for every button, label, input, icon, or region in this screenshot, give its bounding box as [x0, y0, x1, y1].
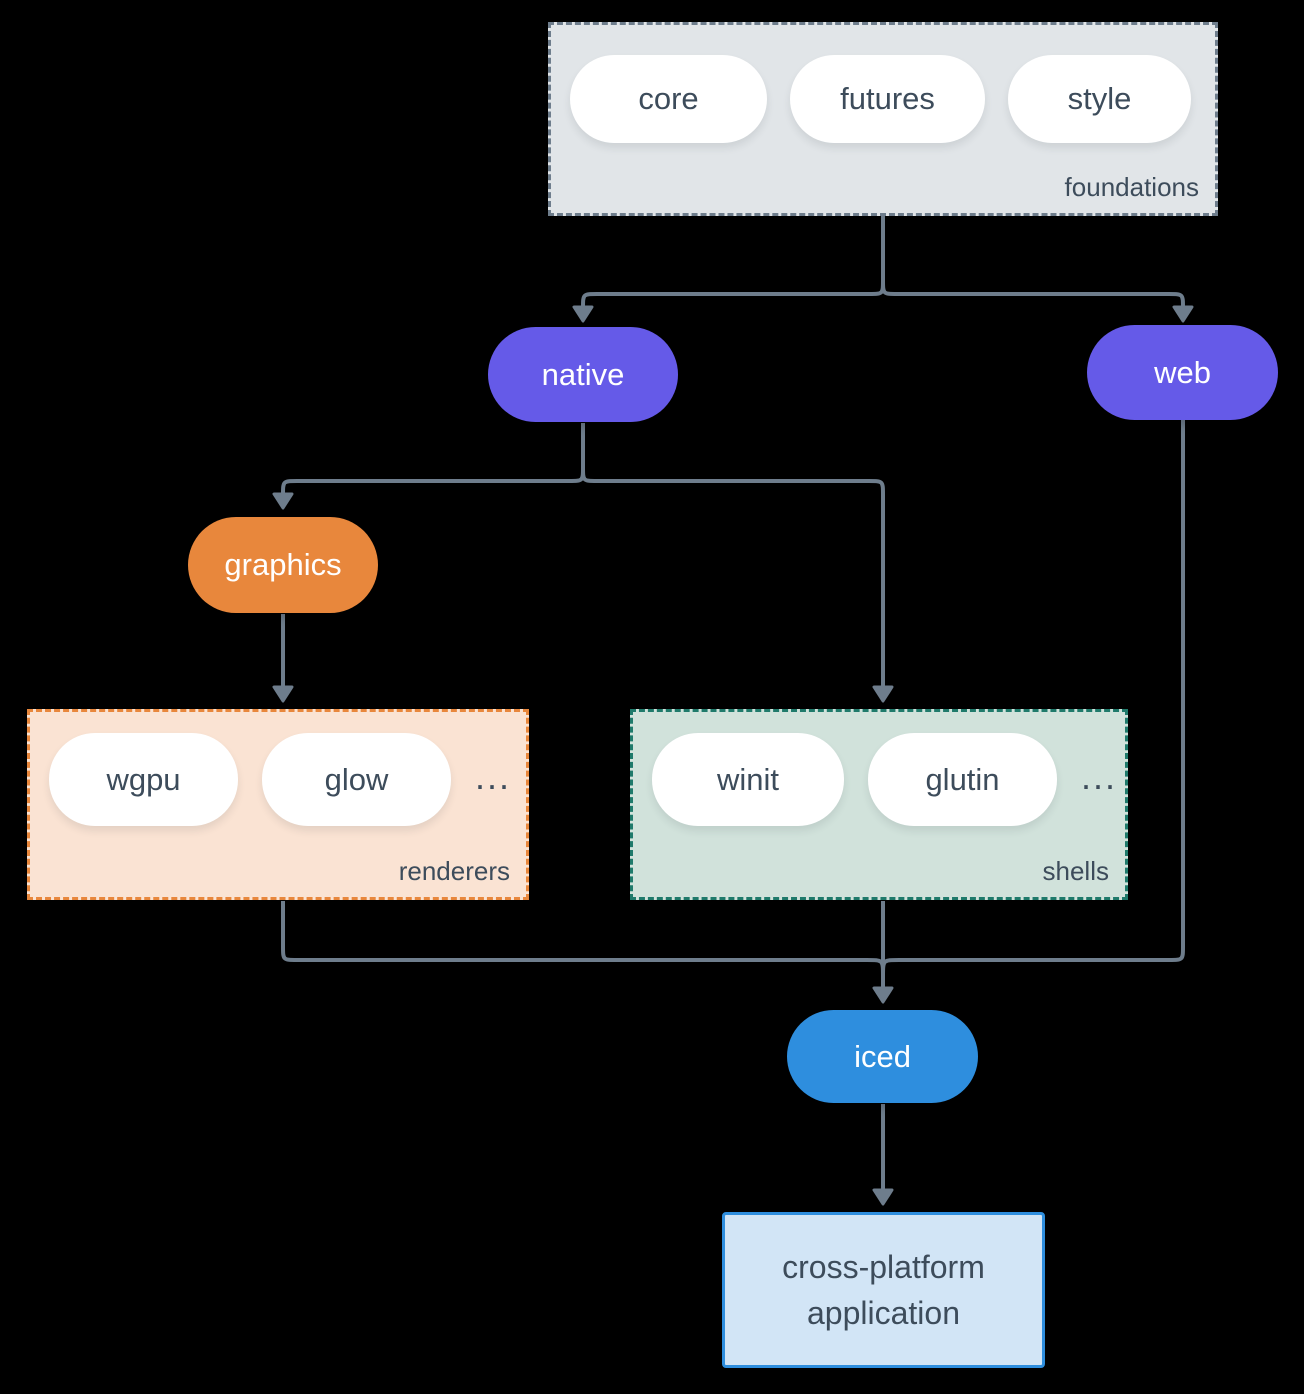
node-core: core [570, 55, 767, 143]
edge-native-graphics [281, 466, 585, 496]
arrowhead-icon [1172, 305, 1194, 323]
arrowhead-icon [572, 305, 594, 323]
node-glutin-label: glutin [925, 761, 1000, 797]
group-foundations: core futures style foundations [548, 22, 1218, 216]
renderers-ellipsis: ... [475, 755, 512, 797]
node-glutin: glutin [868, 733, 1057, 826]
node-graphics: graphics [188, 517, 378, 613]
node-iced: iced [787, 1010, 978, 1103]
shells-pill-row: winit glutin ... [633, 712, 1125, 826]
node-style-label: style [1067, 81, 1132, 116]
edge-merge-flare-left [866, 958, 885, 977]
renderers-pill-row: wgpu glow ... [30, 712, 526, 826]
edge-merge-flare-right [881, 958, 900, 977]
node-futures-label: futures [840, 81, 935, 116]
node-glow-label: glow [324, 761, 389, 797]
edge-foundations-native [581, 279, 885, 309]
node-native: native [488, 327, 678, 422]
node-winit: winit [652, 733, 844, 826]
node-core-label: core [638, 81, 699, 116]
node-web: web [1087, 325, 1278, 420]
foundations-pill-row: core futures style [551, 25, 1215, 143]
group-shells: winit glutin ... shells [630, 709, 1128, 900]
node-graphics-label: graphics [224, 547, 342, 582]
shells-ellipsis: ... [1081, 755, 1118, 797]
node-iced-label: iced [854, 1038, 911, 1074]
arrowhead-icon [872, 685, 894, 703]
node-glow: glow [262, 733, 451, 826]
edge-native-shells [581, 466, 885, 689]
node-futures: futures [790, 55, 985, 143]
group-label-foundations: foundations [1064, 172, 1199, 202]
group-label-shells: shells [1042, 856, 1109, 886]
node-winit-label: winit [716, 761, 779, 797]
application-line2: application [807, 1295, 960, 1331]
application-line1: cross-platform [782, 1248, 985, 1285]
node-style: style [1008, 55, 1191, 143]
node-native-label: native [541, 356, 625, 392]
edge-foundations-web [881, 279, 1185, 309]
node-wgpu: wgpu [49, 733, 238, 826]
edge-renderers-iced [281, 901, 867, 962]
group-label-renderers: renderers [398, 856, 510, 886]
group-renderers: wgpu glow ... renderers [27, 709, 529, 900]
node-web-label: web [1154, 354, 1211, 390]
application-box: cross-platform application [722, 1212, 1045, 1368]
arrowhead-icon [272, 685, 294, 703]
arrowhead-icon [272, 492, 294, 510]
arrowhead-icon [872, 986, 894, 1004]
node-wgpu-label: wgpu [106, 761, 181, 797]
arrowhead-icon [872, 1188, 894, 1206]
